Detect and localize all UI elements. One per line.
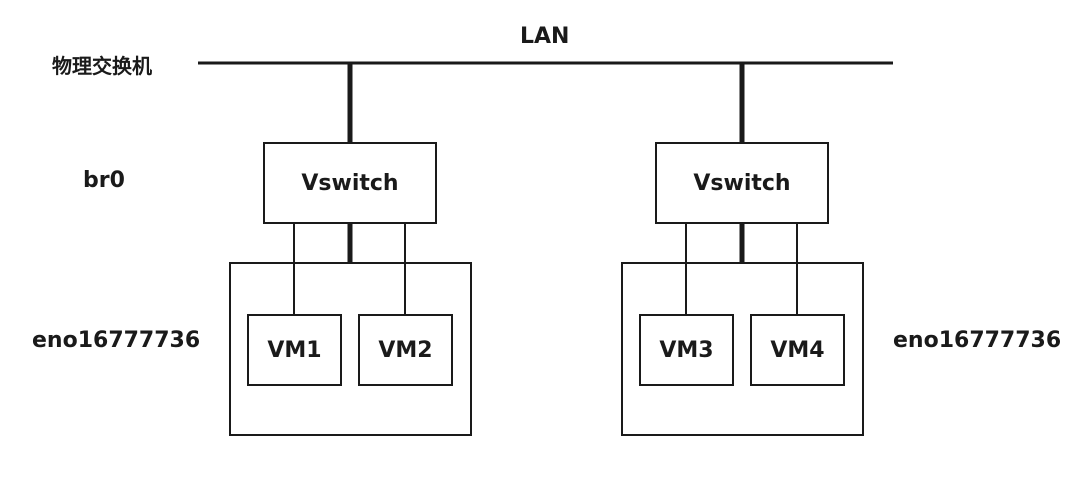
vswitch-box-left: Vswitch	[263, 142, 437, 224]
vswitch-label: Vswitch	[301, 170, 399, 196]
nic-label-left: eno16777736	[32, 328, 201, 353]
vm-label: VM1	[267, 337, 322, 363]
vswitch-label: Vswitch	[693, 170, 791, 196]
physical-switch-label: 物理交换机	[52, 54, 152, 78]
vm-label: VM3	[659, 337, 714, 363]
host-box-left	[229, 262, 472, 436]
vswitch-box-right: Vswitch	[655, 142, 829, 224]
vm-box-2: VM2	[358, 314, 453, 386]
vm-label: VM4	[770, 337, 825, 363]
bridge-label: br0	[83, 168, 125, 193]
vm-box-1: VM1	[247, 314, 342, 386]
vm-box-4: VM4	[750, 314, 845, 386]
nic-label-right: eno16777736	[893, 328, 1062, 353]
host-box-right	[621, 262, 864, 436]
vm-box-3: VM3	[639, 314, 734, 386]
lan-label: LAN	[520, 24, 570, 49]
vm-label: VM2	[378, 337, 433, 363]
